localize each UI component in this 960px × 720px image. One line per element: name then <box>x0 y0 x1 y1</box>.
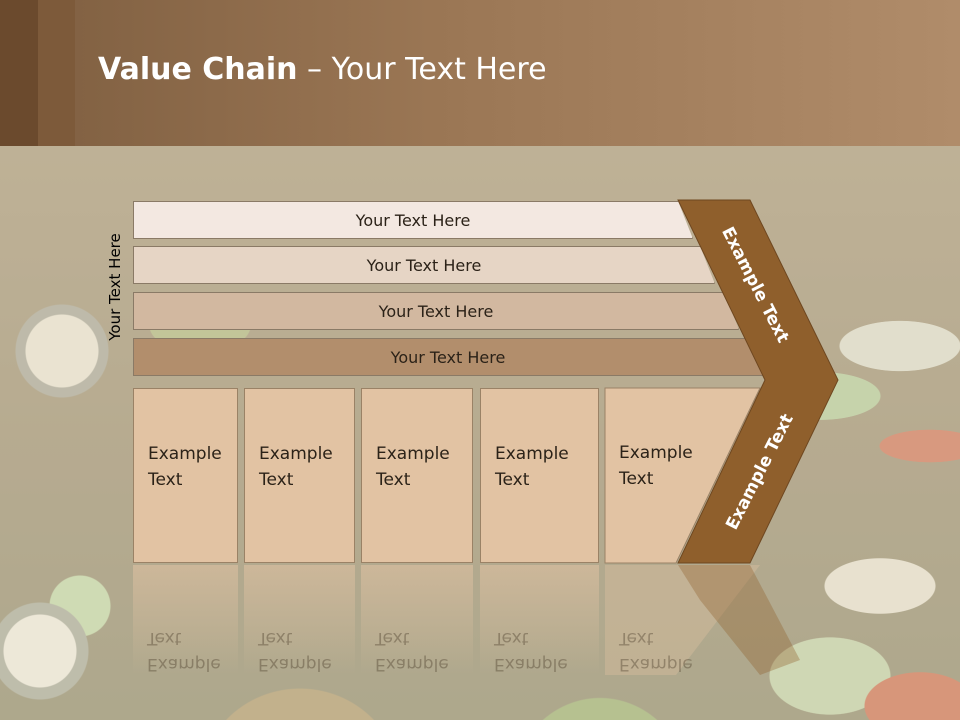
cell-reflection: Example Text <box>244 565 355 675</box>
reflection-line: Text <box>494 628 529 648</box>
support-activity-bar: Your Text Here <box>133 201 693 239</box>
support-activity-label: Your Text Here <box>355 210 471 230</box>
support-activity-bar: Your Text Here <box>133 292 739 330</box>
cell-reflection <box>605 565 760 675</box>
header-accent-stripe <box>0 0 38 146</box>
cell-reflection: Example Text <box>480 565 599 675</box>
slide-title: Value Chain – Your Text Here <box>98 52 547 87</box>
slide-title-rest: – Your Text Here <box>297 52 547 87</box>
header-accent-stripe <box>38 0 75 146</box>
reflection-line: Example <box>375 654 449 674</box>
cell-reflection: Example Text <box>133 565 238 675</box>
title-band: Value Chain – Your Text Here <box>0 0 960 146</box>
reflection-line: Text <box>375 628 410 648</box>
support-activity-bar: Your Text Here <box>133 338 763 376</box>
cell-line: Text <box>148 470 183 490</box>
cell-line: Example <box>376 444 450 464</box>
primary-activity-cell-last <box>604 387 761 564</box>
cell-reflection: Example Text <box>361 565 473 675</box>
margin-chevron <box>677 199 839 564</box>
reflection-line: Example <box>258 654 332 674</box>
support-activity-label: Your Text Here <box>390 347 506 367</box>
reflection-line: Text <box>147 628 182 648</box>
chevron-reflection <box>678 565 800 675</box>
cell-line: Text <box>376 470 411 490</box>
reflection-line: Example <box>494 654 568 674</box>
cell-line: Example <box>619 443 693 463</box>
cell-line: Example <box>148 444 222 464</box>
cell-line: Text <box>259 470 294 490</box>
cell-reflection: Example Text <box>605 565 693 675</box>
cell-line: Example <box>495 444 569 464</box>
reflection-line: Text <box>258 628 293 648</box>
support-activity-label: Your Text Here <box>366 255 482 275</box>
support-activity-bar: Your Text Here <box>133 246 715 284</box>
slide-title-bold: Value Chain <box>98 52 298 87</box>
cell-line: Example <box>259 444 333 464</box>
support-activity-label: Your Text Here <box>378 301 494 321</box>
cell-line: Text <box>619 469 654 489</box>
cell-line: Text <box>495 470 530 490</box>
reflection-line: Example <box>619 654 693 674</box>
reflection-line: Text <box>619 628 654 648</box>
reflection-line: Example <box>147 654 221 674</box>
